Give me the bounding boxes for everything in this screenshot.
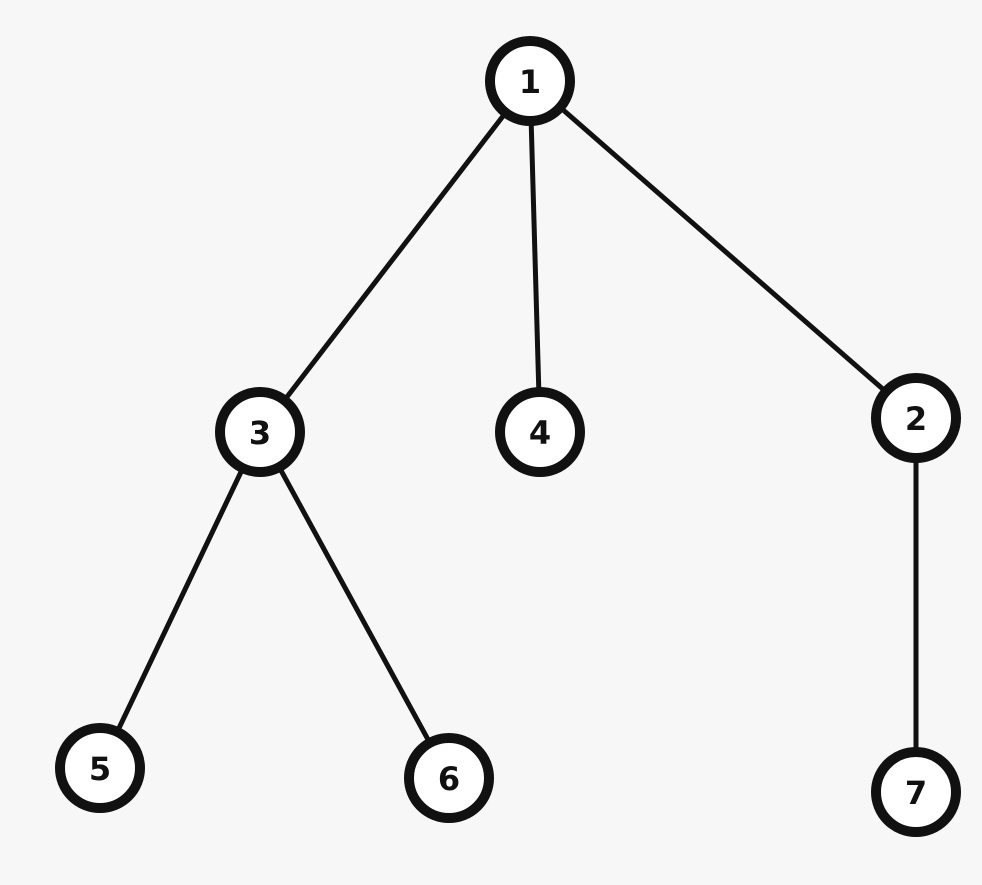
node-6: 6	[404, 733, 494, 823]
node-label-3: 3	[249, 414, 271, 452]
node-7: 7	[871, 747, 961, 837]
node-3: 3	[215, 387, 305, 477]
node-4: 4	[495, 387, 585, 477]
node-1: 1	[485, 36, 575, 126]
edge-3-5	[97, 429, 263, 771]
node-circle-6	[404, 733, 494, 823]
node-label-7: 7	[905, 774, 927, 812]
node-circle-1	[485, 36, 575, 126]
node-circle-7	[871, 747, 961, 837]
node-label-6: 6	[438, 760, 460, 798]
edge-1-3	[257, 78, 533, 435]
node-label-2: 2	[905, 400, 927, 438]
edge-1-4	[527, 78, 543, 435]
node-circle-3	[215, 387, 305, 477]
node-label-1: 1	[519, 63, 541, 101]
node-2: 2	[871, 373, 961, 463]
node-circle-5	[55, 723, 145, 813]
node-5: 5	[55, 723, 145, 813]
edge-1-2	[527, 78, 919, 421]
edge-3-6	[257, 429, 452, 781]
node-circle-2	[871, 373, 961, 463]
node-label-4: 4	[529, 414, 551, 452]
node-circle-4	[495, 387, 585, 477]
node-label-5: 5	[89, 750, 111, 788]
